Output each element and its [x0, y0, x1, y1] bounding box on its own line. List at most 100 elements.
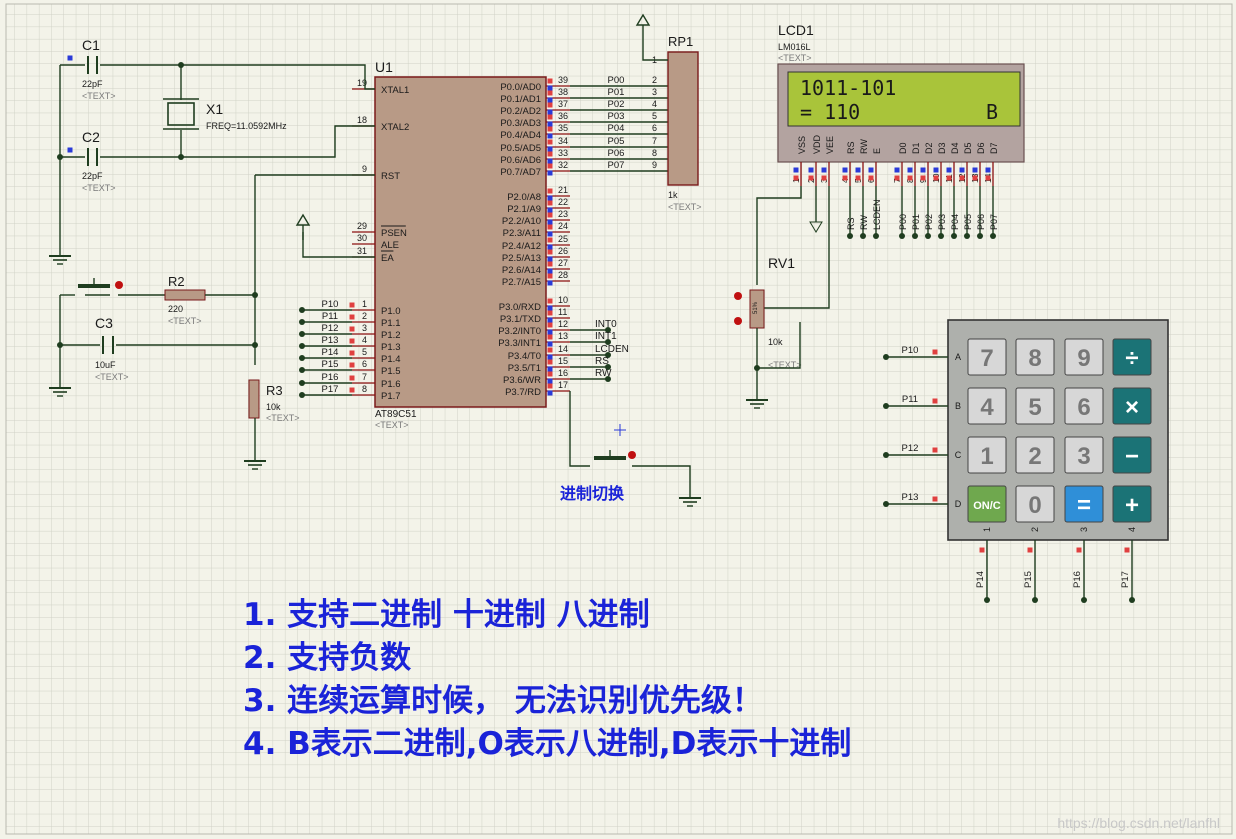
u1-part: AT89C51 [375, 409, 417, 420]
pin-marker [920, 167, 926, 173]
pin-marker [547, 109, 553, 115]
r3-body[interactable] [248, 379, 260, 419]
u1-pin-number: 26 [558, 246, 568, 256]
net-label: P07 [989, 214, 999, 230]
pin-marker [547, 219, 553, 225]
keypad-key[interactable] [1064, 436, 1104, 474]
u1-pin-number: 6 [362, 359, 367, 369]
pin-marker [821, 175, 827, 181]
pin-marker [821, 167, 827, 173]
keypad-key[interactable] [967, 485, 1007, 523]
junction-dot [883, 501, 889, 507]
junction-dot [605, 352, 611, 358]
wire [642, 40, 668, 61]
u1-pin-name: P3.0/RXD [499, 302, 541, 313]
lcd-pin-name: VSS [797, 136, 807, 154]
pin-marker [894, 167, 900, 173]
keypad-key[interactable] [1064, 485, 1104, 523]
pin-marker [793, 175, 799, 181]
net-label: P14 [975, 571, 986, 588]
keypad-key[interactable] [967, 436, 1007, 474]
keypad-key[interactable] [1112, 485, 1152, 523]
lcd-screen [787, 71, 1021, 127]
pin-marker [842, 167, 848, 173]
junction-dot [299, 392, 305, 398]
lcd-pin-name: RS [846, 141, 856, 154]
keypad-key-label: ON/C [973, 500, 1001, 512]
pin-marker [547, 341, 553, 347]
pin-marker [547, 121, 553, 127]
keypad-col-label: 1 [982, 527, 992, 532]
x1-value: FREQ=11.0592MHz [206, 121, 287, 131]
u1-pin-number: 33 [558, 148, 568, 158]
keypad-key[interactable] [967, 338, 1007, 376]
lcd-line-2: = 110 [800, 100, 860, 124]
keypad-key[interactable] [1064, 338, 1104, 376]
u1-pin-number: 22 [558, 197, 568, 207]
junction-dot [899, 233, 905, 239]
keypad-key[interactable] [1112, 338, 1152, 376]
pin-marker [547, 212, 553, 218]
u1-chip-body[interactable] [374, 76, 547, 408]
u1-pin-number: 19 [357, 78, 367, 88]
net-label: P17 [1120, 571, 1131, 588]
u1-pin-number: 28 [558, 270, 568, 280]
pin-marker [793, 167, 799, 173]
pin-marker [868, 175, 874, 181]
keypad-key[interactable] [1015, 485, 1055, 523]
lcd-pin-name: RW [859, 139, 869, 154]
pin-marker [547, 366, 553, 372]
power-arrow-icon [635, 13, 651, 26]
lcd-pin-name: D7 [989, 142, 999, 154]
u1-pin-number: 2 [362, 311, 367, 321]
rp1-body[interactable] [667, 51, 699, 186]
keypad-key-label: + [1125, 492, 1139, 519]
mode-switch-button-icon[interactable] [594, 456, 626, 460]
r2-body[interactable] [164, 289, 206, 301]
u1-pin-name: P2.5/A13 [502, 253, 541, 264]
lcd-pin-name: D3 [937, 142, 947, 154]
pin-marker [349, 350, 355, 356]
rv1-terminal [734, 292, 742, 300]
net-label: RS [595, 356, 609, 367]
reset-button-icon[interactable] [78, 284, 110, 288]
u1-pin-name: P3.1/TXD [500, 314, 541, 325]
pin-marker [547, 305, 553, 311]
junction-dot [178, 62, 184, 68]
keypad-key[interactable] [1015, 436, 1055, 474]
lcd-pin-name: D0 [898, 142, 908, 154]
pin-marker [349, 338, 355, 344]
keypad-col-label: 4 [1127, 527, 1137, 532]
keypad-key[interactable] [1015, 338, 1055, 376]
net-label: P16 [1072, 571, 1083, 588]
keypad-key[interactable] [1112, 387, 1152, 425]
keypad-key[interactable] [1064, 387, 1104, 425]
crystal-body-icon[interactable] [167, 102, 195, 126]
net-label: INT1 [595, 331, 617, 342]
c2-text-placeholder: <TEXT> [82, 183, 116, 193]
pin-marker [547, 158, 553, 164]
c3-text-placeholder: <TEXT> [95, 372, 129, 382]
u1-pin-name: P1.3 [381, 342, 401, 353]
lcd-pin-name: D2 [924, 142, 934, 154]
pin-marker [920, 175, 926, 181]
pin-marker [547, 310, 553, 316]
pin-marker [547, 170, 553, 176]
u1-pin-number: 4 [362, 335, 367, 345]
keypad-key[interactable] [1112, 436, 1152, 474]
u1-pin-name: RST [381, 171, 400, 182]
junction-dot [299, 380, 305, 386]
pin-marker [547, 224, 553, 230]
u1-pin-name: P1.7 [381, 391, 401, 402]
junction-dot [883, 354, 889, 360]
keypad-key[interactable] [1015, 387, 1055, 425]
net-label: P16 [322, 372, 339, 383]
junction-dot [951, 233, 957, 239]
rp1-ref: RP1 [668, 34, 693, 49]
keypad-key-label: 0 [1028, 492, 1041, 519]
keypad-key[interactable] [967, 387, 1007, 425]
u1-pin-number: 25 [558, 234, 568, 244]
junction-dot [1129, 597, 1135, 603]
